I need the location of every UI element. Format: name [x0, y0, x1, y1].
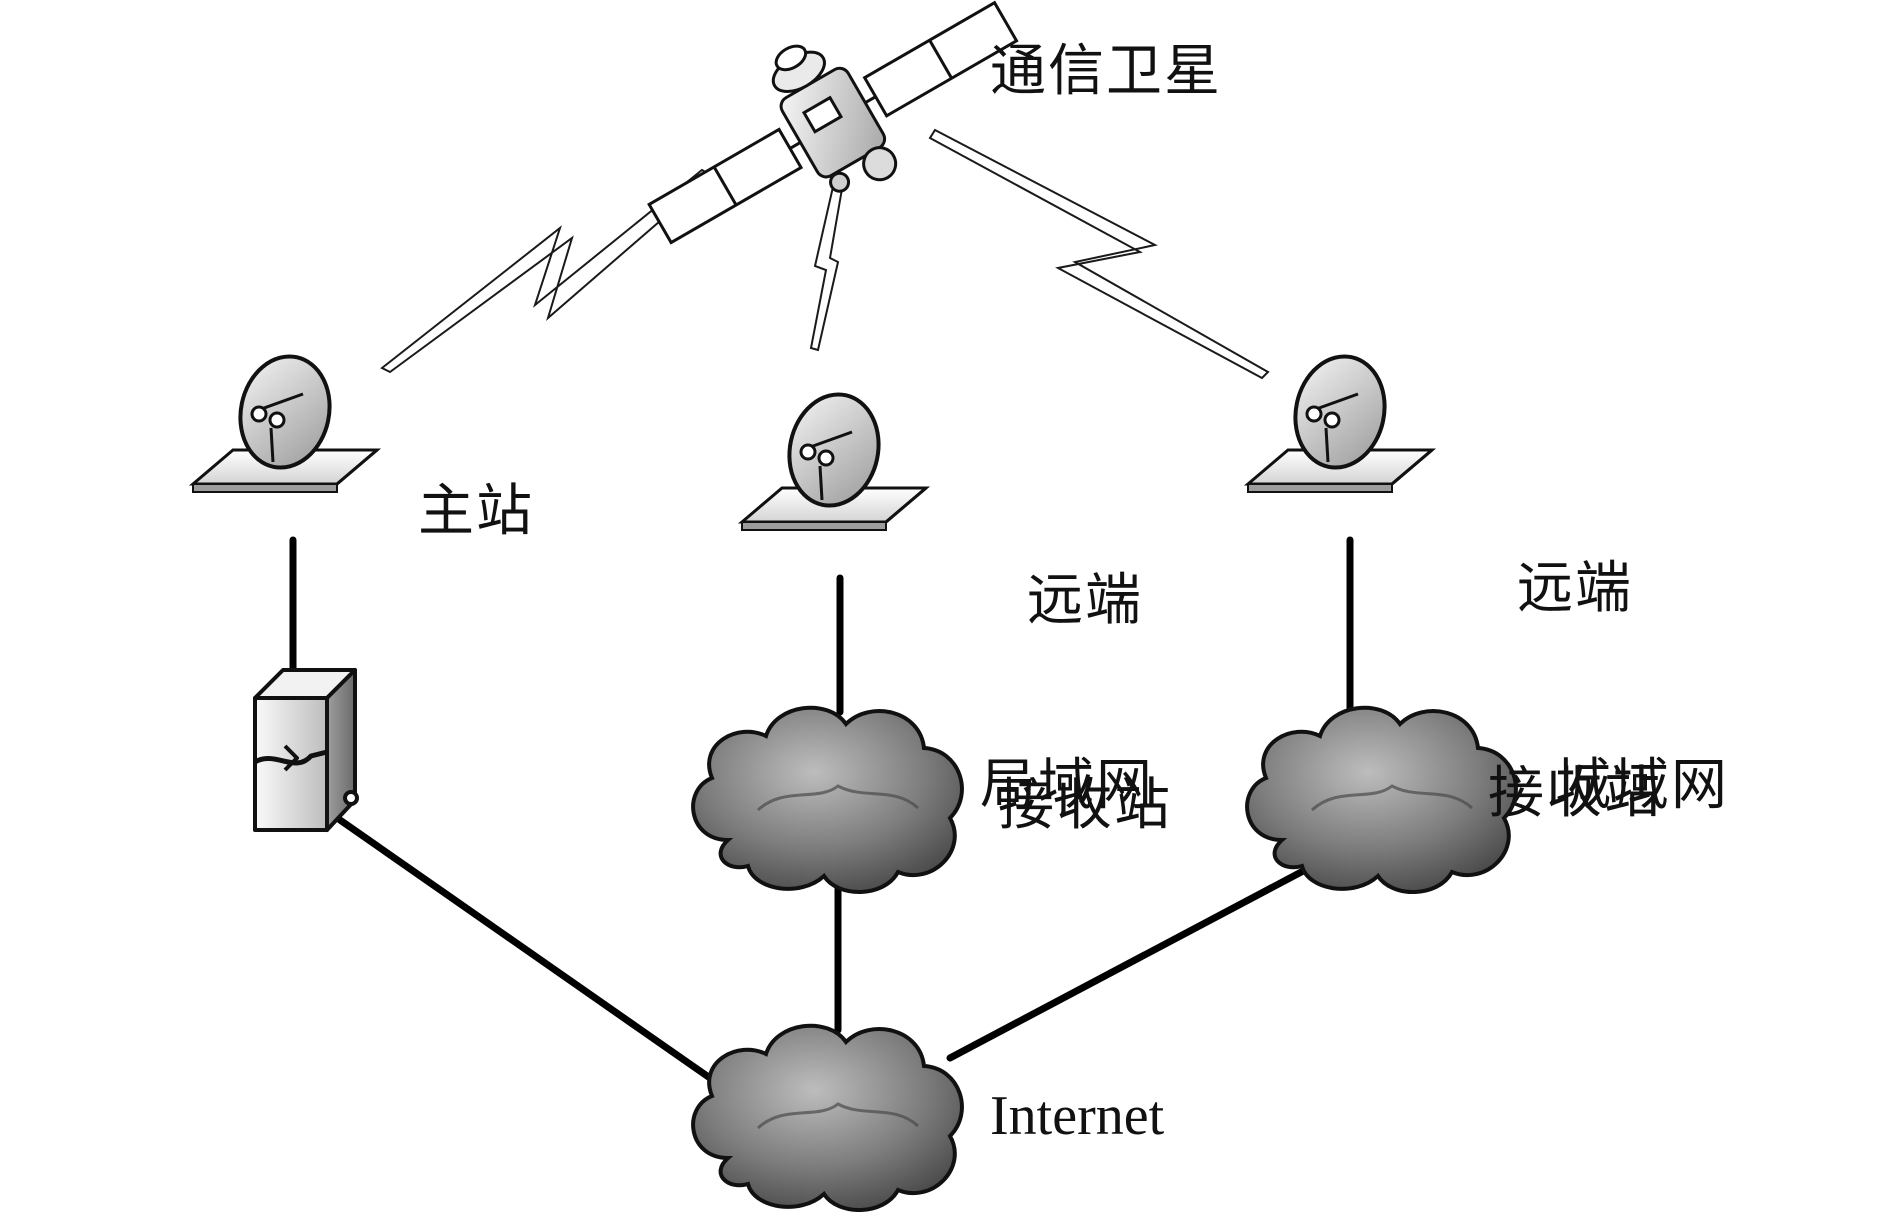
satellite-label: 通信卫星 — [990, 39, 1222, 104]
lan-label: 局域网 — [980, 753, 1154, 818]
remote-station-2-label-line1: 远端 — [1517, 555, 1633, 621]
lightning-link-icon — [928, 128, 1270, 380]
remote-station-2-label-line2: 接收站 — [1488, 760, 1662, 826]
link-server-to-internet — [336, 816, 724, 1089]
network-cloud-icon — [691, 1023, 964, 1212]
network-cloud-icon — [1245, 705, 1518, 894]
lightning-link-icon — [809, 176, 845, 352]
satellite-dish-icon — [188, 354, 382, 493]
internet-label: Internet — [990, 1085, 1165, 1147]
man-label: 城域网 — [1555, 753, 1729, 818]
satellite-dish-icon — [737, 392, 931, 531]
wireless-links — [380, 128, 1270, 380]
link-man-to-internet — [946, 866, 1309, 1062]
server-icon — [253, 668, 359, 832]
wired-links — [289, 536, 1354, 1089]
remote-station-1-label-line2: 接收站 — [998, 772, 1172, 838]
satellite-icon — [647, 0, 1019, 245]
remote-station-2-label: 远端 接收站 — [1480, 418, 1670, 896]
remote-station-1-label-line1: 远端 — [1027, 567, 1143, 633]
master-station-label: 主站 — [418, 479, 534, 544]
satellite-dish-icon — [1243, 354, 1437, 493]
remote-station-1-label: 远端 接收站 — [990, 430, 1180, 908]
network-cloud-icon — [691, 705, 964, 894]
